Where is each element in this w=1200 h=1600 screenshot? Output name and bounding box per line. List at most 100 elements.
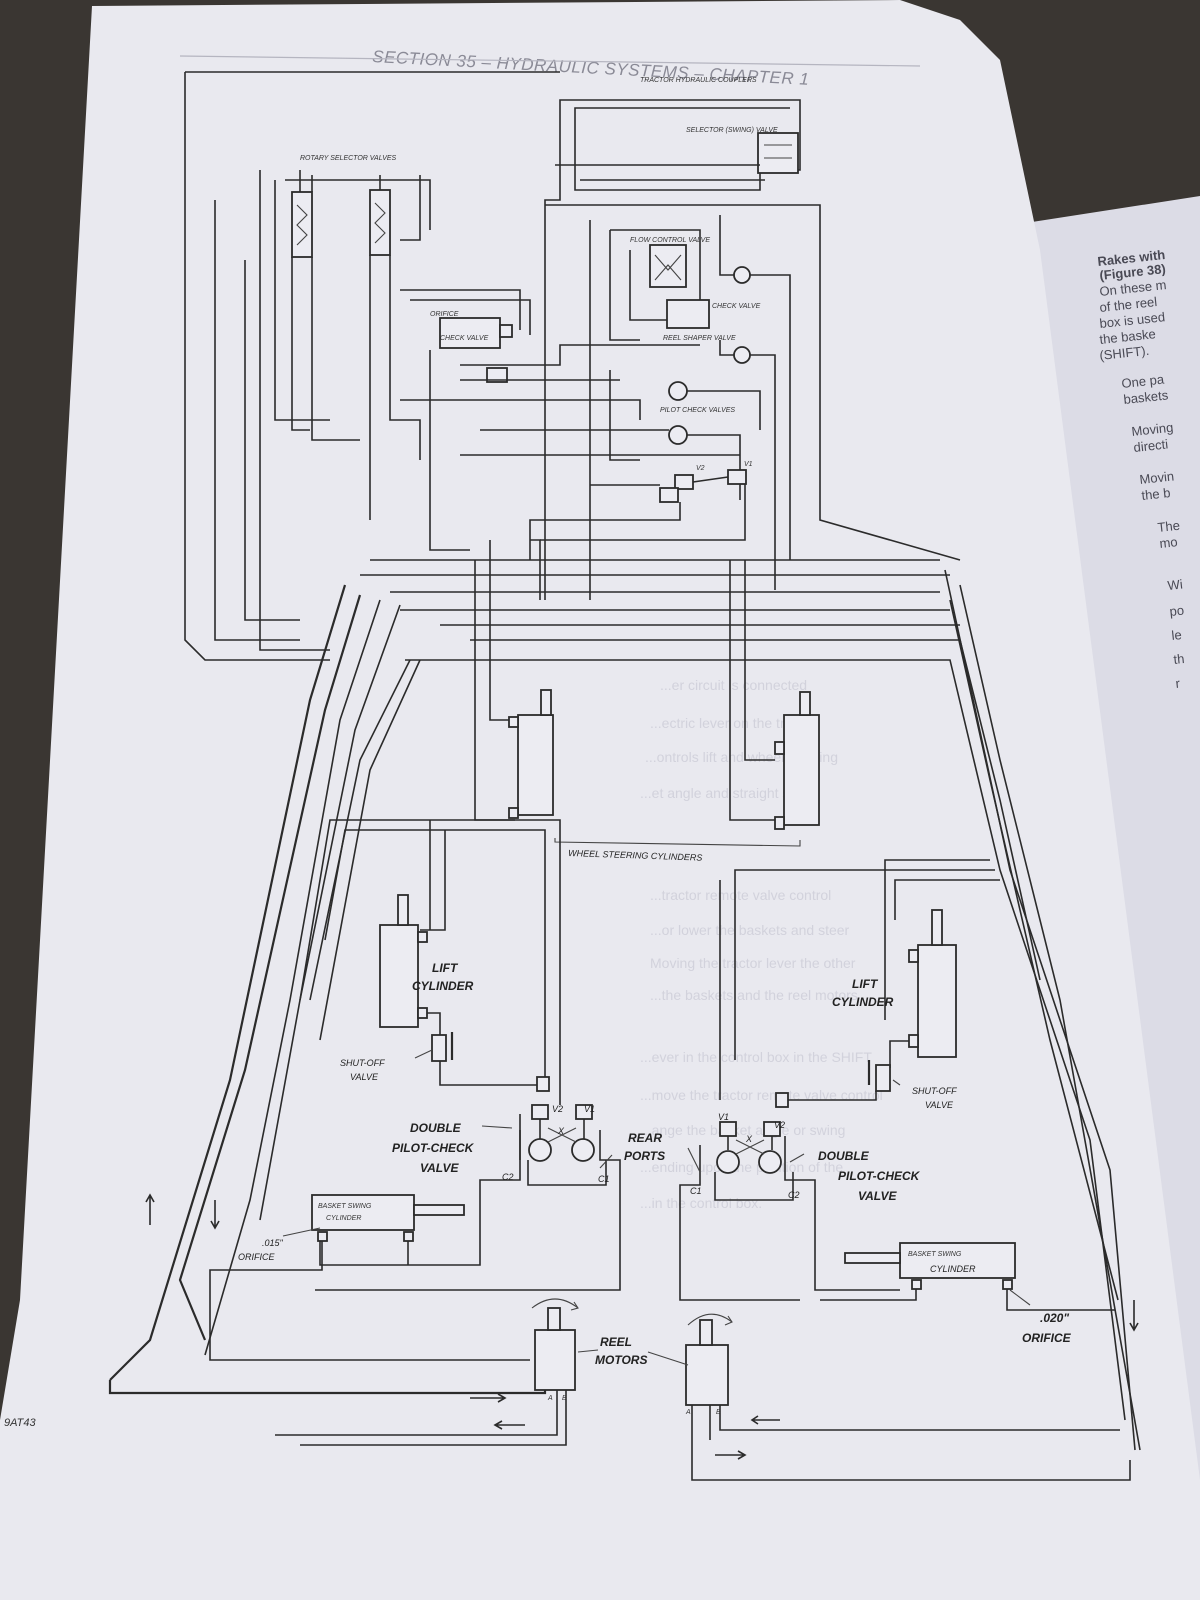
- svg-text:One pa: One pa: [1121, 372, 1166, 391]
- label-c2-left: C2: [502, 1172, 514, 1182]
- hydraulic-schematic: [108, 71, 1141, 1481]
- label-v2-top: V2: [696, 465, 705, 472]
- label-shutoff-left-2: VALVE: [350, 1072, 379, 1082]
- label-basket-right-2: CYLINDER: [930, 1264, 976, 1274]
- rotary-selector-valve-2: [369, 189, 391, 256]
- label-a-left: A: [547, 1395, 553, 1402]
- label-dpcv-left-2: PILOT-CHECK: [392, 1141, 475, 1155]
- svg-text:box is used: box is used: [1099, 309, 1166, 331]
- label-selector-swing-valve: SELECTOR (SWING) VALVE: [686, 127, 778, 134]
- label-reel-motors-1: REEL: [600, 1335, 632, 1349]
- double-pilot-check-right-2: [758, 1150, 782, 1174]
- label-rear-ports-1: REAR: [628, 1131, 662, 1145]
- svg-text:the b: the b: [1141, 485, 1171, 503]
- double-pilot-check-left-2: [571, 1138, 595, 1162]
- label-basket-left-1: BASKET SWING: [318, 1203, 372, 1210]
- reel-shaper-valve: [666, 299, 710, 329]
- svg-text:r: r: [1175, 676, 1182, 691]
- svg-text:...ever in the control box in: ...ever in the control box in the SHIFT: [640, 1049, 872, 1065]
- label-reel-motors-2: MOTORS: [595, 1353, 647, 1367]
- svg-text:...in the control box.: ...in the control box.: [640, 1195, 762, 1211]
- label-rotary-selector-valves: ROTARY SELECTOR VALVES: [300, 155, 397, 162]
- pilot-check-valve-2: [668, 425, 688, 445]
- label-orifice-left-1: .015": [262, 1238, 284, 1248]
- figure-id: 9AT43: [4, 1417, 36, 1429]
- svg-text:...ange the basket angle or sw: ...ange the basket angle or swing: [640, 1122, 845, 1138]
- svg-text:The: The: [1157, 518, 1181, 535]
- label-dpcv-left-1: DOUBLE: [410, 1121, 462, 1135]
- label-lift-left-2: CYLINDER: [412, 979, 474, 993]
- check-valve-upper: [733, 266, 751, 284]
- label-reel-shaper-valve: REEL SHAPER VALVE: [663, 335, 736, 342]
- svg-text:...et angle and straight steer: ...et angle and straight steer: [640, 785, 814, 801]
- svg-text:...ectric lever on the tractor: ...ectric lever on the tractor: [650, 715, 816, 731]
- label-check-valve-1: CHECK VALVE: [712, 303, 761, 310]
- header-rule: [179, 55, 921, 67]
- label-tractor-couplers: TRACTOR HYDRAULIC COUPLERS: [640, 77, 757, 84]
- label-dpcv-left-3: VALVE: [420, 1161, 459, 1175]
- svg-text:Moving: Moving: [1131, 420, 1174, 439]
- label-shutoff-right-2: VALVE: [925, 1100, 954, 1110]
- label-check-valve-2: CHECK VALVE: [440, 335, 489, 342]
- label-x-right: X: [745, 1134, 753, 1144]
- label-rear-ports-2: PORTS: [624, 1149, 665, 1163]
- pilot-check-valve-1: [668, 381, 688, 401]
- rotary-selector-valve-1: [291, 191, 313, 258]
- label-dpcv-right-1: DOUBLE: [818, 1149, 870, 1163]
- svg-text:...the baskets and the reel mo: ...the baskets and the reel motors: [650, 987, 858, 1003]
- label-a-right: A: [685, 1409, 691, 1416]
- label-b-right: B: [716, 1409, 721, 1416]
- label-c2-right: C2: [788, 1190, 800, 1200]
- label-pilot-check-valves: PILOT CHECK VALVES: [660, 407, 735, 414]
- svg-text:...er circuit is connected: ...er circuit is connected: [660, 677, 807, 693]
- double-pilot-check-right-1: [716, 1150, 740, 1174]
- label-b-left: B: [562, 1395, 567, 1402]
- basket-swing-cylinder-left: [311, 1194, 415, 1231]
- label-orifice-right-2: ORIFICE: [1022, 1331, 1072, 1345]
- label-v2-right: V2: [774, 1120, 785, 1130]
- label-dpcv-right-3: VALVE: [858, 1189, 897, 1203]
- flow-control-valve: [649, 244, 687, 288]
- svg-text:On these m: On these m: [1099, 277, 1167, 299]
- label-flow-control-valve: FLOW CONTROL VALVE: [630, 237, 710, 244]
- shutoff-valve-right: [875, 1064, 891, 1092]
- v1-valve-upper: [727, 469, 747, 485]
- label-basket-left-2: CYLINDER: [326, 1215, 361, 1222]
- svg-text:...or lower the baskets and st: ...or lower the baskets and steer: [650, 922, 850, 938]
- svg-text:baskets: baskets: [1123, 387, 1170, 407]
- reel-motor-left: [534, 1329, 576, 1391]
- svg-text:mo: mo: [1159, 534, 1179, 551]
- reel-motor-right: [685, 1344, 729, 1406]
- label-lift-right-2: CYLINDER: [832, 995, 894, 1009]
- svg-text:of the reel: of the reel: [1099, 294, 1158, 315]
- svg-text:po: po: [1169, 603, 1185, 619]
- svg-text:(Figure 38): (Figure 38): [1099, 261, 1167, 283]
- svg-text:le: le: [1171, 627, 1183, 643]
- svg-text:Movin: Movin: [1139, 468, 1175, 487]
- diagram-labels: TRACTOR HYDRAULIC COUPLERS SELECTOR (SWI…: [4, 77, 1072, 1429]
- check-valve-lower: [733, 346, 751, 364]
- label-orifice-right-1: .020": [1040, 1311, 1069, 1325]
- svg-text:Wi: Wi: [1167, 576, 1184, 593]
- svg-text:Moving the tractor lever the o: Moving the tractor lever the other: [650, 955, 856, 971]
- label-lift-left-1: LIFT: [432, 961, 459, 975]
- label-dpcv-right-2: PILOT-CHECK: [838, 1169, 921, 1183]
- wheel-steering-cylinder-right: [783, 714, 820, 826]
- v2-valve-upper: [674, 474, 694, 490]
- svg-text:Rakes with: Rakes with: [1097, 247, 1166, 269]
- label-orifice-top: ORIFICE: [430, 311, 459, 318]
- label-basket-right-1: BASKET SWING: [908, 1251, 962, 1258]
- label-c1-left: C1: [598, 1174, 610, 1184]
- label-orifice-left-2: ORIFICE: [238, 1252, 275, 1262]
- svg-text:...move the tractor remote val: ...move the tractor remote valve control: [640, 1087, 883, 1103]
- label-shutoff-left-1: SHUT-OFF: [340, 1058, 385, 1068]
- double-pilot-check-left-1: [528, 1138, 552, 1162]
- label-v1-left: V1: [584, 1104, 595, 1114]
- wheel-steering-cylinder-left: [517, 714, 554, 816]
- label-v1-right: V1: [718, 1112, 729, 1122]
- shutoff-valve-left: [431, 1034, 447, 1062]
- svg-text:directi: directi: [1133, 436, 1169, 455]
- svg-text:the baske: the baske: [1099, 326, 1157, 347]
